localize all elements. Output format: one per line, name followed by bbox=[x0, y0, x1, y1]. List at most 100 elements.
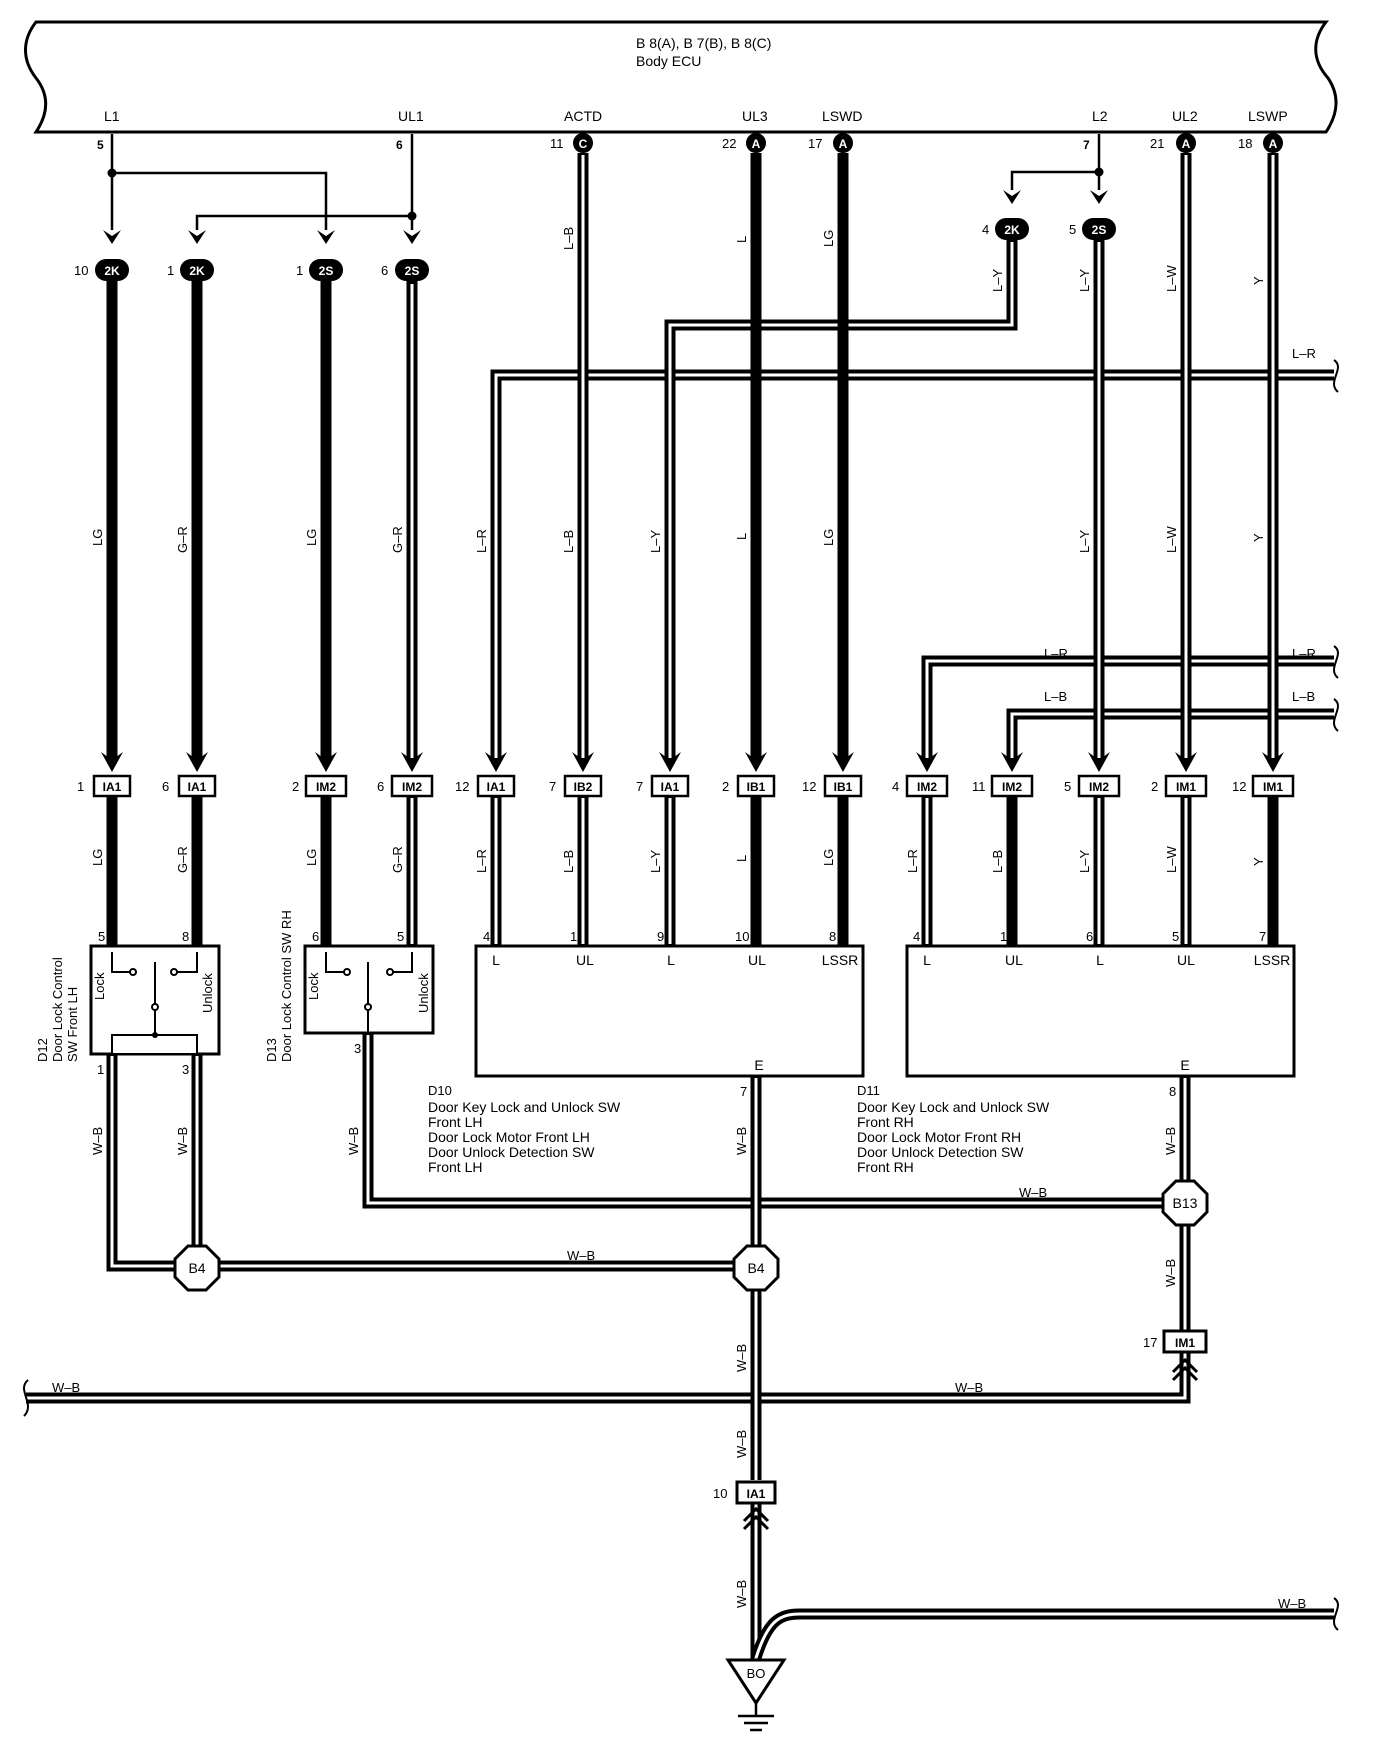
lwlabel-13: L–W bbox=[1164, 846, 1179, 873]
ic-label-6: IB2 bbox=[574, 780, 593, 794]
ic-pin-3: 2 bbox=[292, 779, 299, 794]
lwlabel-3: LG bbox=[304, 849, 319, 866]
wlabel-12: L–Y bbox=[1077, 530, 1092, 553]
jc-pin-2: 1 bbox=[167, 263, 174, 278]
ic-pin-8: 2 bbox=[722, 779, 729, 794]
ic-pin-14: 12 bbox=[1232, 779, 1246, 794]
terminal-l2: L2 bbox=[1092, 108, 1108, 124]
lwlabel-10: L–R bbox=[905, 849, 920, 873]
d10-pin-lssr: 8 bbox=[829, 929, 836, 944]
inline-connectors: IA1 1 IA1 6 IM2 2 IM2 6 IA1 12 IB2 7 bbox=[77, 774, 1295, 798]
terminal-l1: L1 bbox=[104, 108, 120, 124]
ground-point-bo: BO bbox=[725, 1658, 787, 1732]
jc-pin-4: 6 bbox=[381, 263, 388, 278]
inline-connector: IM2 2 bbox=[292, 774, 348, 798]
wlabel-3: LG bbox=[304, 529, 319, 546]
jc-label-4: 2S bbox=[405, 264, 420, 278]
wlabel-4: G–R bbox=[390, 526, 405, 553]
d10-line1: Door Key Lock and Unlock SW bbox=[428, 1099, 621, 1115]
wb-label-d13-3: W–B bbox=[346, 1127, 361, 1155]
wb-label-d10-e: W–B bbox=[734, 1127, 749, 1155]
d11-pin-ul: 1 bbox=[1000, 929, 1007, 944]
inline-connector: IB1 12 bbox=[802, 774, 863, 798]
d12-pin-1: 1 bbox=[97, 1062, 104, 1077]
wb-label-mid-bus: W–B bbox=[955, 1380, 983, 1395]
d10-term-ul: UL bbox=[576, 952, 594, 968]
bottom-connectors: IM1 17 IA1 10 bbox=[713, 1329, 1208, 1505]
pin-l1: 5 bbox=[97, 138, 104, 152]
d10-term-e: E bbox=[754, 1057, 763, 1073]
bus-label-lr-mid: L–R bbox=[1044, 646, 1068, 661]
wlabel-top-ul3: L bbox=[734, 236, 749, 243]
inline-connector: IM2 4 bbox=[892, 774, 949, 798]
lwlabel-1: LG bbox=[90, 849, 105, 866]
d12-name-line1: Door Lock Control bbox=[50, 957, 65, 1062]
ic-pin-2: 6 bbox=[162, 779, 169, 794]
pin-actd: 11 bbox=[550, 136, 564, 151]
junction-connectors: 2K 10 2K 1 2S 1 2S 6 2K 4 2S 5 bbox=[74, 218, 1116, 281]
ic-label-10: IM2 bbox=[917, 780, 937, 794]
d12-name-line2: SW Front LH bbox=[65, 987, 80, 1062]
d12-code: D12 bbox=[35, 1038, 50, 1062]
inline-connector: IM2 6 bbox=[377, 774, 434, 798]
d10-line2: Front LH bbox=[428, 1114, 482, 1130]
jc-pin-6: 5 bbox=[1069, 222, 1076, 237]
conn-letter-lswp: A bbox=[1269, 137, 1278, 151]
wlabel-top-y: Y bbox=[1251, 276, 1266, 285]
wb-label-d11-e: W–B bbox=[1163, 1127, 1178, 1155]
ic-label-7: IA1 bbox=[661, 780, 680, 794]
ground-wiring: W–B W–B W–B W–B W–B W–B W–B W–B W–B W–B … bbox=[23, 1033, 1339, 1660]
terminal-ul1: UL1 bbox=[398, 108, 424, 124]
ic-label-11: IM2 bbox=[1002, 780, 1022, 794]
pin-lswd: 17 bbox=[808, 136, 822, 151]
wlabel-top-lswd: LG bbox=[821, 230, 836, 247]
lower-wires: LG G–R LG G–R L–R L–B L–Y L LG L–R L–B L… bbox=[90, 796, 1279, 946]
lwlabel-7: L–Y bbox=[648, 850, 663, 873]
conn-letter-actd: C bbox=[579, 137, 588, 151]
lwlabel-2: G–R bbox=[175, 846, 190, 873]
junction-b13 bbox=[1161, 1179, 1209, 1227]
ic-pin-10: 4 bbox=[892, 779, 899, 794]
ic-pin-5: 12 bbox=[455, 779, 469, 794]
d11-line5: Front RH bbox=[857, 1159, 914, 1175]
bus-label-lb-mid: L–B bbox=[1044, 689, 1067, 704]
terminal-ul3: UL3 bbox=[742, 108, 768, 124]
d13-name: Door Lock Control SW RH bbox=[279, 910, 294, 1062]
main-wires bbox=[101, 153, 1339, 772]
d11-term-e: E bbox=[1180, 1057, 1189, 1073]
wlabel-2: G–R bbox=[175, 526, 190, 553]
d11-term-ul2: UL bbox=[1177, 952, 1195, 968]
d13-lock-label: Lock bbox=[306, 972, 321, 1000]
jc-label-6: 2S bbox=[1092, 223, 1107, 237]
wlabel-7: L–Y bbox=[648, 530, 663, 553]
d11-term-lssr: LSSR bbox=[1254, 952, 1291, 968]
bus-label-lr-top: L–R bbox=[1292, 346, 1316, 361]
junction-b4-right-label: B4 bbox=[747, 1260, 764, 1276]
jc-label-1: 2K bbox=[104, 264, 120, 278]
wb-label-d12-1: W–B bbox=[90, 1127, 105, 1155]
ic-pin-4: 6 bbox=[377, 779, 384, 794]
wlabel-top-ly2: L–Y bbox=[1077, 269, 1092, 292]
d10-line5: Front LH bbox=[428, 1159, 482, 1175]
terminal-lswd: LSWD bbox=[822, 108, 862, 124]
d10-pin-ul: 1 bbox=[570, 929, 577, 944]
d11-line3: Door Lock Motor Front RH bbox=[857, 1129, 1021, 1145]
ic-pin-13: 2 bbox=[1151, 779, 1158, 794]
d13-code: D13 bbox=[264, 1038, 279, 1062]
d10-pin-l2: 9 bbox=[657, 929, 664, 944]
d12-pin-8: 8 bbox=[182, 929, 189, 944]
lwlabel-11: L–B bbox=[990, 850, 1005, 873]
lwlabel-4: G–R bbox=[390, 846, 405, 873]
wlabel-6: L–B bbox=[561, 530, 576, 553]
ecu-connector-title: B 8(A), B 7(B), B 8(C) bbox=[636, 35, 771, 51]
bus-label-lb-right: L–B bbox=[1292, 689, 1315, 704]
d12-pin-3: 3 bbox=[182, 1062, 189, 1077]
inline-connector: IA1 6 bbox=[162, 774, 217, 798]
body-ecu: B 8(A), B 7(B), B 8(C) Body ECU L1 UL1 A… bbox=[24, 20, 1338, 153]
d11-pin-l: 4 bbox=[913, 929, 920, 944]
d10-term-lssr: LSSR bbox=[822, 952, 859, 968]
pin-ul2: 21 bbox=[1150, 136, 1164, 151]
d11-term-l2: L bbox=[1096, 952, 1104, 968]
switch-d13: 6 5 Lock Unlock 3 D13 Door Lock Control … bbox=[264, 910, 435, 1062]
